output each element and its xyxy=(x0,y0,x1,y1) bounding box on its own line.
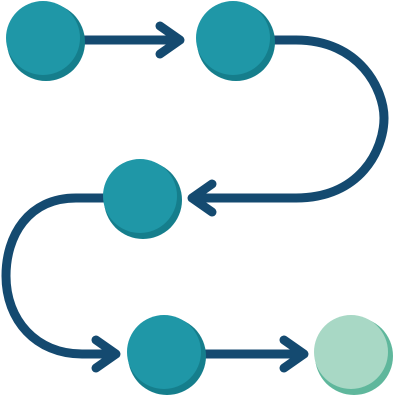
step-node-2 xyxy=(196,1,275,81)
step-node-3 xyxy=(103,159,182,239)
connector-step-2-to-step-3 xyxy=(196,35,389,203)
connector-group xyxy=(1,21,389,373)
chevron-arrow-icon xyxy=(279,335,309,373)
step-node-1 xyxy=(6,1,85,81)
node-group xyxy=(6,1,393,395)
step-node-5-final xyxy=(314,315,393,395)
connector-step-3-to-step-4 xyxy=(1,193,114,359)
chevron-arrow-icon xyxy=(187,179,217,217)
chevron-arrow-icon xyxy=(91,335,121,373)
step-node-4 xyxy=(127,315,206,395)
chevron-arrow-icon xyxy=(155,21,185,59)
